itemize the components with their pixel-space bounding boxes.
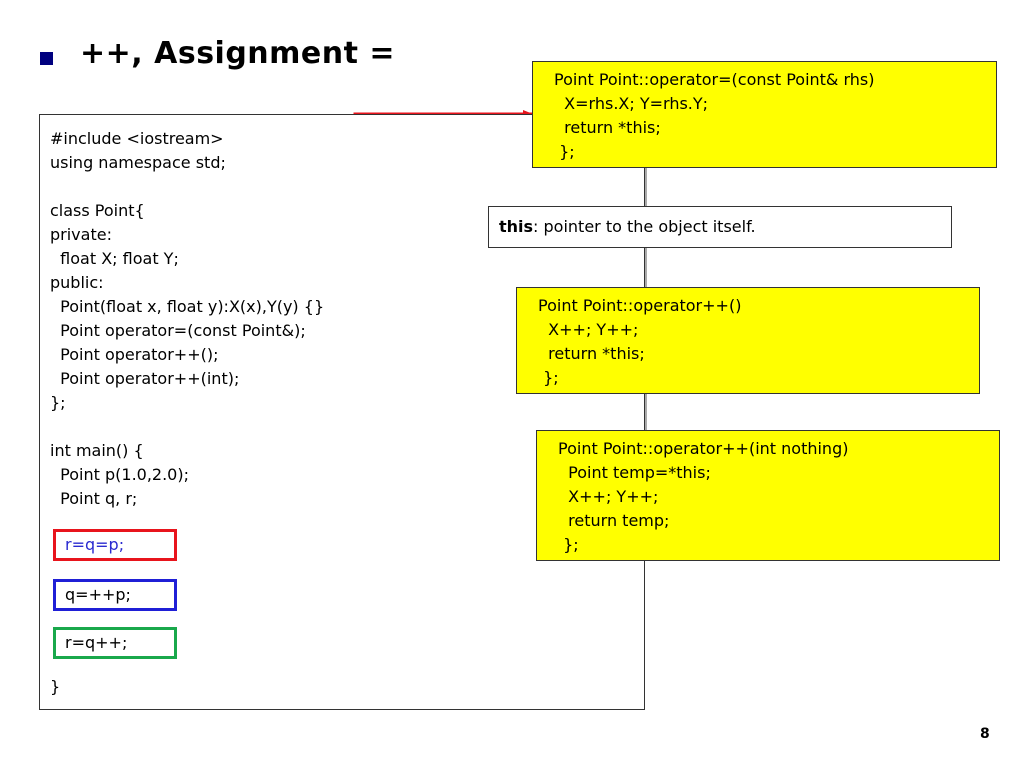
title-bullet	[40, 52, 53, 65]
code-line: Point p(1.0,2.0);	[50, 465, 189, 484]
code-line: class Point{	[50, 201, 145, 220]
code-line: using namespace std;	[50, 153, 226, 172]
code-line: Point q, r;	[50, 489, 138, 508]
postinc-line: Point Point::operator++(int nothing)	[558, 439, 849, 458]
assign-line: return *this;	[554, 118, 661, 137]
statement-postinc: r=q++;	[53, 627, 177, 659]
code-line: int main() {	[50, 441, 144, 460]
slide-title: ++, Assignment =	[80, 36, 396, 71]
code-line: float X; float Y;	[50, 249, 179, 268]
code-line: Point operator=(const Point&);	[50, 321, 306, 340]
statement-preinc: q=++p;	[53, 579, 177, 611]
code-line: Point(float x, float y):X(x),Y(y) {}	[50, 297, 325, 316]
code-listing: #include <iostream> using namespace std;…	[39, 114, 645, 710]
code-line: Point operator++(int);	[50, 369, 240, 388]
preinc-line: };	[538, 368, 559, 387]
preinc-line: X++; Y++;	[538, 320, 639, 339]
postinc-operator-box: Point Point::operator++(int nothing) Poi…	[536, 430, 1000, 561]
assign-line: };	[554, 142, 575, 161]
code-line: private:	[50, 225, 112, 244]
assign-operator-box: Point Point::operator=(const Point& rhs)…	[532, 61, 997, 168]
code-line: #include <iostream>	[50, 129, 224, 148]
postinc-line: Point temp=*this;	[558, 463, 711, 482]
code-line: public:	[50, 273, 104, 292]
assign-line: Point Point::operator=(const Point& rhs)	[554, 70, 875, 89]
assign-line: X=rhs.X; Y=rhs.Y;	[554, 94, 709, 113]
statement-assign: r=q=p;	[53, 529, 177, 561]
code-closing-brace: }	[50, 677, 61, 696]
this-note: this: pointer to the object itself.	[488, 206, 952, 248]
code-line: Point operator++();	[50, 345, 219, 364]
page-number: 8	[980, 726, 990, 742]
code-line: };	[50, 393, 66, 412]
postinc-line: };	[558, 535, 579, 554]
preinc-operator-box: Point Point::operator++() X++; Y++; retu…	[516, 287, 980, 394]
postinc-line: X++; Y++;	[558, 487, 659, 506]
postinc-line: return temp;	[558, 511, 670, 530]
this-keyword: this	[499, 217, 534, 236]
preinc-line: return *this;	[538, 344, 645, 363]
this-note-text: : pointer to the object itself.	[533, 217, 756, 236]
preinc-line: Point Point::operator++()	[538, 296, 742, 315]
